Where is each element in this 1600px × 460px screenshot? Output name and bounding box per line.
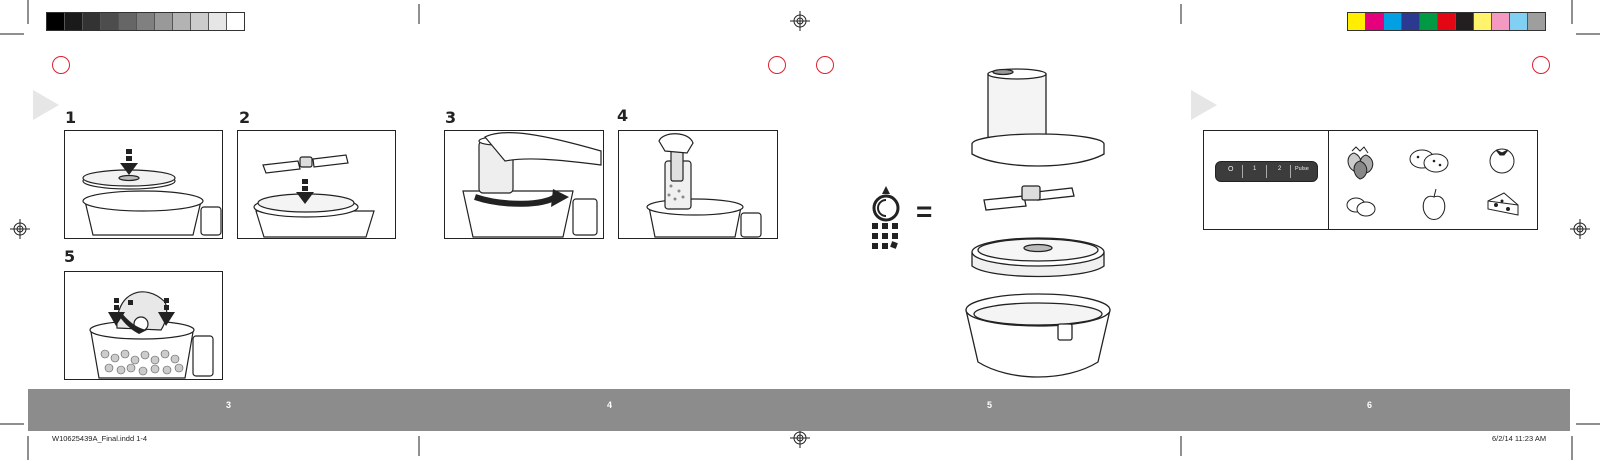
step-4-illustration	[618, 130, 778, 239]
tomato-icon	[1489, 148, 1515, 174]
page-number: 5	[987, 400, 993, 410]
color-swatch	[1438, 13, 1456, 30]
strawberries-icon	[1347, 146, 1374, 180]
dial-label-pulse: Pulse	[1295, 166, 1309, 172]
color-swatch	[227, 13, 244, 30]
color-swatch-bar	[1347, 12, 1546, 31]
step-number: 5	[64, 247, 76, 266]
color-swatch	[65, 13, 83, 30]
dial-label-2: 2	[1278, 166, 1282, 172]
color-swatch	[1420, 13, 1438, 30]
color-swatch	[1456, 13, 1474, 30]
apple-icon	[1422, 188, 1446, 220]
page-number: 6	[1367, 400, 1373, 410]
grayscale-swatch-bar	[46, 12, 245, 31]
dial-label-off: O	[1228, 166, 1234, 173]
color-swatch	[137, 13, 155, 30]
step-number: 3	[445, 108, 457, 127]
table-divider	[1328, 131, 1330, 229]
step-number: 4	[617, 106, 629, 125]
red-registration-circle-icon	[768, 56, 786, 74]
red-registration-circle-icon	[52, 56, 70, 74]
step-number: 1	[65, 108, 77, 127]
potatoes-icon	[1409, 149, 1449, 173]
dial-label-1: 1	[1253, 166, 1257, 172]
color-swatch	[1528, 13, 1545, 30]
page-number: 4	[607, 400, 613, 410]
color-swatch	[101, 13, 119, 30]
page-number: 3	[226, 400, 232, 410]
step-5-illustration	[64, 271, 223, 380]
color-swatch	[209, 13, 227, 30]
color-swatch	[1384, 13, 1402, 30]
red-registration-circle-icon	[816, 56, 834, 74]
section-arrow-icon	[1191, 90, 1217, 120]
speed-guide-table: O 1 2 Pulse	[1203, 130, 1538, 230]
slug-timestamp: 6/2/14 11:23 AM	[1492, 434, 1547, 443]
cheese-icon	[1487, 192, 1519, 216]
equals-sign: =	[916, 196, 933, 227]
step-1-illustration	[64, 130, 223, 239]
slug-filename: W10625439A_Final.indd 1-4	[52, 434, 148, 443]
color-swatch	[191, 13, 209, 30]
color-swatch	[1492, 13, 1510, 30]
color-swatch	[1402, 13, 1420, 30]
color-swatch	[1366, 13, 1384, 30]
section-arrow-icon	[33, 90, 59, 120]
eggs-icon	[1346, 197, 1376, 217]
step-number: 2	[239, 108, 251, 127]
color-swatch	[47, 13, 65, 30]
color-swatch	[1348, 13, 1366, 30]
dicing-symbol-icon	[872, 186, 900, 249]
color-swatch	[173, 13, 191, 30]
step-2-illustration	[237, 130, 396, 239]
speed-control-dial: O 1 2 Pulse	[1215, 161, 1318, 182]
dicing-assembly-diagram	[872, 68, 1111, 378]
page-number-band	[28, 389, 1570, 431]
color-swatch	[155, 13, 173, 30]
color-swatch	[1474, 13, 1492, 30]
color-swatch	[83, 13, 101, 30]
color-swatch	[119, 13, 137, 30]
registration-target-icons	[10, 11, 1590, 448]
color-swatch	[1510, 13, 1528, 30]
step-3-illustration	[444, 130, 604, 239]
red-registration-circle-icon	[1532, 56, 1550, 74]
